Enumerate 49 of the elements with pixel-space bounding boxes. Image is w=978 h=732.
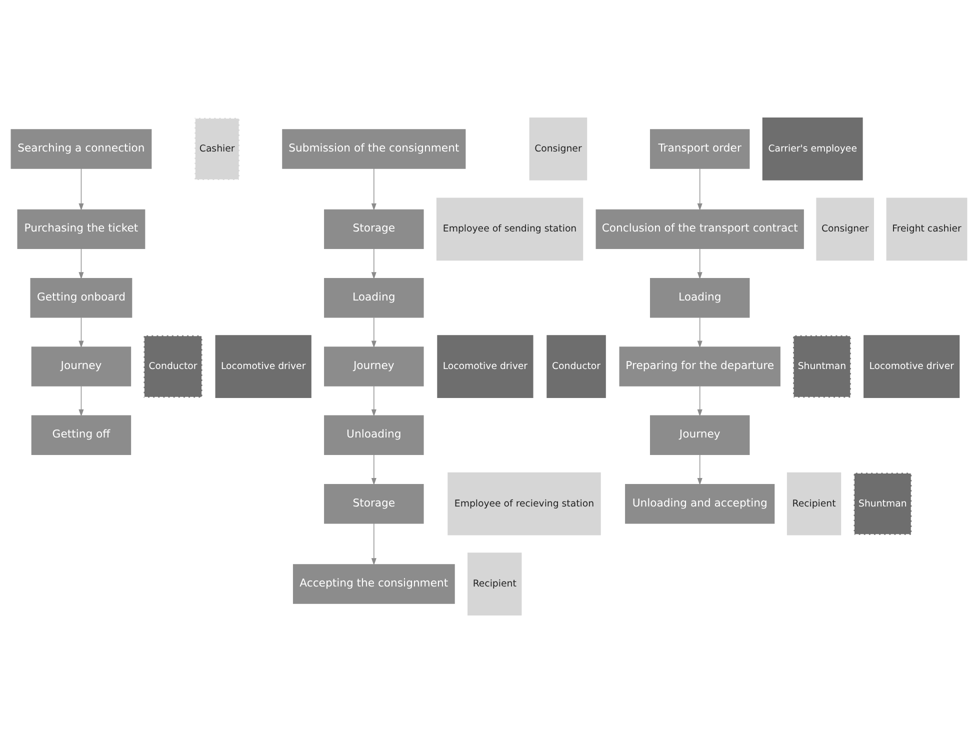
node-box: Getting off [31, 414, 132, 455]
node-box: Storage [324, 483, 424, 524]
node-box: Transport order [650, 128, 750, 168]
node-box: Freight cashier [886, 197, 968, 260]
node-box: Searching a connection [10, 128, 152, 168]
node-box: Storage [324, 208, 424, 249]
node-box: Journey [324, 346, 424, 386]
node-box: Loading [324, 277, 424, 318]
node-box: Recipient [786, 472, 842, 535]
arrow [371, 522, 376, 565]
node-box: Preparing for the departure [619, 346, 780, 386]
arrow [697, 316, 702, 348]
node-box: Journey [31, 346, 132, 386]
arrow [78, 168, 84, 210]
node-box: Journey [650, 414, 750, 455]
arrow [697, 168, 702, 210]
node-box: Shuntman [853, 472, 912, 536]
arrow [371, 454, 376, 485]
arrow [371, 385, 376, 416]
node-box: Unloading and accepting [625, 483, 775, 524]
node-box: Conductor [143, 334, 203, 398]
node-box: Employee of sending station [436, 197, 584, 260]
node-box: Shuntman [792, 334, 852, 398]
arrow [78, 385, 84, 416]
node-box: Carrier's employee [762, 117, 863, 180]
node-box: Loading [650, 277, 750, 318]
node-box: Locomotive driver [215, 334, 312, 398]
node-box: Submission of the consignment [282, 128, 466, 168]
node-box: Cashier [194, 116, 240, 180]
node-box: Unloading [324, 414, 424, 455]
arrow [697, 454, 702, 485]
node-box: Locomotive driver [864, 334, 960, 398]
node-box: Getting onboard [30, 277, 132, 318]
arrow [371, 316, 376, 348]
arrow [78, 316, 84, 348]
arrow [78, 248, 84, 279]
arrow [371, 168, 376, 210]
node-box: Conclusion of the transport contract [596, 208, 804, 249]
node-box: Employee of recieving station [448, 472, 601, 535]
arrow [371, 248, 376, 279]
arrow [697, 385, 702, 416]
node-box: Purchasing the ticket [17, 208, 146, 249]
node-box: Consigner [816, 197, 874, 260]
node-box: Accepting the consignment [292, 564, 455, 604]
arrow [697, 248, 702, 279]
node-box: Conductor [546, 334, 606, 398]
node-box: Locomotive driver [437, 334, 534, 398]
node-box: Consigner [529, 117, 588, 180]
node-box: Recipient [468, 552, 522, 615]
